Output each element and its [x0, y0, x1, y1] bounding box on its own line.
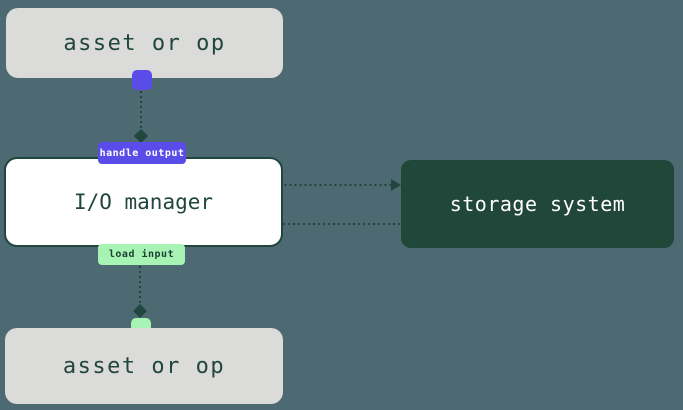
asset-or-op-node-bottom: asset or op: [5, 328, 283, 404]
io-manager-node: I/O manager: [4, 157, 283, 247]
input-connector-diamond: [133, 304, 147, 318]
storage-system-node: storage system: [401, 160, 674, 248]
asset-top-label: asset or op: [63, 30, 226, 56]
output-connector-diamond: [134, 129, 148, 143]
asset-bottom-label: asset or op: [62, 353, 226, 379]
load-input-badge: load input: [98, 244, 185, 265]
output-handle: [132, 70, 152, 90]
load-input-label: load input: [108, 249, 175, 260]
handle-output-badge: handle output: [98, 142, 186, 164]
io-manager-label: I/O manager: [73, 190, 214, 214]
storage-system-label: storage system: [449, 192, 626, 216]
handle-output-label: handle output: [99, 147, 185, 159]
asset-or-op-node-top: asset or op: [6, 8, 283, 78]
storage-arrowhead-icon: [391, 179, 401, 191]
